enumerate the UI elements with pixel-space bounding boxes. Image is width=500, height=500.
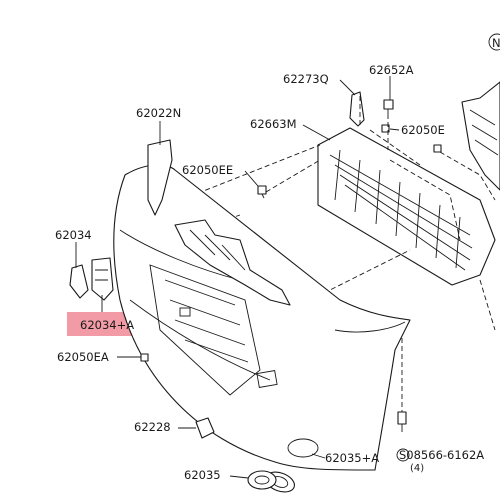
side-bracket	[461, 81, 500, 191]
corner-mark: N	[488, 33, 500, 51]
corner-mark-text: N	[492, 36, 500, 50]
clip-62050EE	[257, 185, 267, 199]
label-62034A[interactable]: 62034+A	[80, 318, 134, 332]
bolt-08566	[397, 411, 407, 432]
clip-62050E	[381, 124, 442, 153]
label-08566-group[interactable]: S08566-6162A (4)	[396, 448, 484, 474]
clip-62050EA	[140, 353, 149, 362]
label-08566: S08566-6162A	[399, 448, 484, 462]
label-62652A[interactable]: 62652A	[369, 63, 414, 77]
label-62050EE[interactable]: 62050EE	[182, 163, 233, 177]
cap-62228	[195, 417, 215, 439]
label-62273Q[interactable]: 62273Q	[283, 72, 329, 86]
bracket-62034	[69, 257, 114, 301]
label-62050E[interactable]: 62050E	[401, 123, 445, 137]
label-62035[interactable]: 62035	[184, 468, 221, 482]
label-62022N[interactable]: 62022N	[136, 106, 181, 120]
bracket-62273Q	[349, 91, 365, 127]
label-62034[interactable]: 62034	[55, 228, 92, 242]
leader-lines	[75, 76, 400, 479]
lower-grille	[317, 127, 496, 286]
label-62663M[interactable]: 62663M	[250, 117, 297, 131]
part-labels: 62022N 62273Q 62652A 62663M 62050E 62050…	[55, 63, 484, 482]
label-62050EA[interactable]: 62050EA	[57, 350, 109, 364]
upper-retainer-62022N	[147, 139, 291, 306]
label-62035A[interactable]: 62035+A	[325, 451, 379, 465]
fog-bezel-62035	[247, 470, 277, 490]
clip-62652A	[383, 99, 394, 114]
label-08566-qty: (4)	[410, 463, 424, 474]
label-62228[interactable]: 62228	[134, 420, 171, 434]
